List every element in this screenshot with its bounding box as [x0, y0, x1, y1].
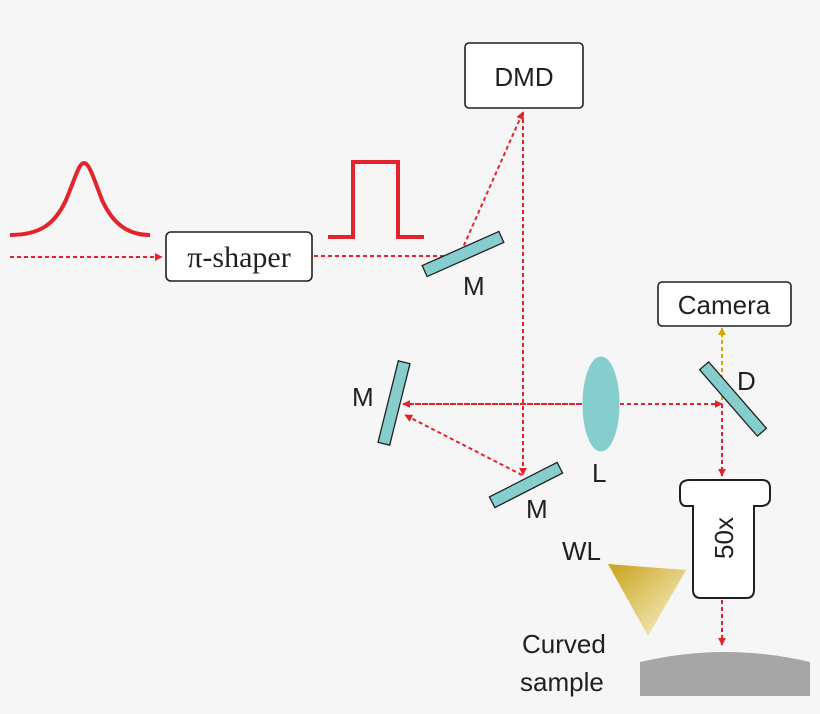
sample-label-line2: sample: [520, 667, 604, 697]
objective-label: 50x: [709, 517, 739, 559]
flat-top-pulse: [328, 160, 424, 239]
lens-label: L: [592, 458, 606, 488]
objective-50x: 50x: [679, 479, 771, 599]
beam-mirror-to-dmd: [460, 111, 524, 253]
camera-label: Camera: [678, 290, 771, 320]
sample-label-line1: Curved: [522, 629, 606, 659]
white-light-cone: [608, 564, 686, 636]
pi-shaper-label: π-shaper: [187, 241, 290, 274]
camera: Camera: [657, 281, 792, 327]
curved-sample: [640, 652, 810, 696]
lens: [582, 356, 620, 452]
mirror-bottom-label: M: [526, 494, 548, 524]
gaussian-pulse: [9, 160, 151, 237]
mirror-top: [421, 230, 505, 278]
white-light-label: WL: [562, 536, 601, 566]
mirror-bottom: [488, 461, 564, 509]
beam-mirror-diagonal: [404, 414, 523, 476]
dichroic-mirror: [698, 360, 768, 438]
dmd: DMD: [464, 42, 584, 109]
mirror-left-label: M: [352, 382, 374, 412]
mirror-top-label: M: [463, 271, 485, 301]
dichroic-label: D: [737, 366, 756, 396]
dmd-label: DMD: [494, 62, 553, 92]
pi-shaper: π-shaper: [165, 231, 313, 282]
mirror-left: [377, 360, 411, 446]
